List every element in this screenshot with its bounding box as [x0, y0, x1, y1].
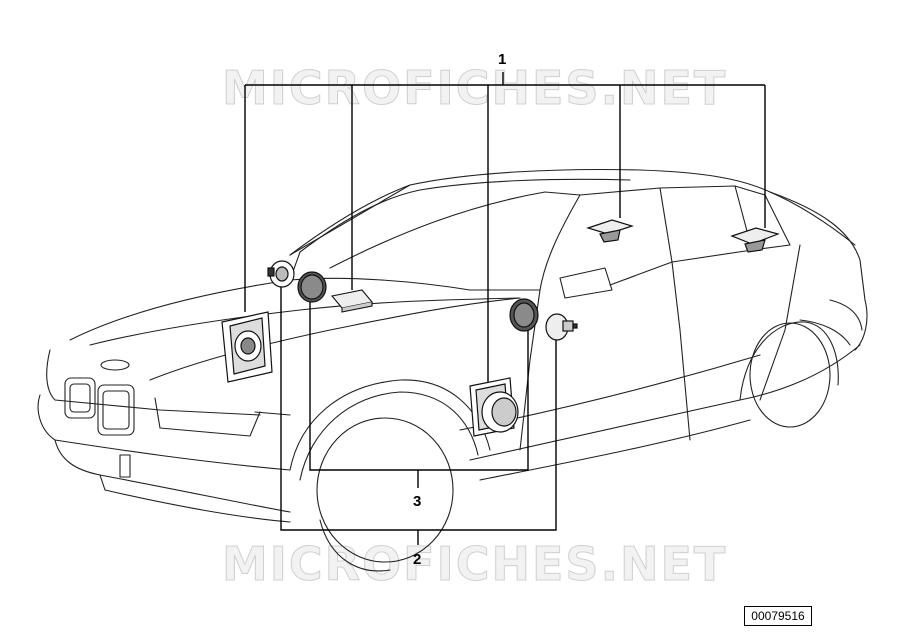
reference-number-box: 00079516 — [744, 606, 812, 626]
mirror-triangle-tweeter — [545, 313, 578, 341]
rear-shelf-speaker-left — [586, 219, 634, 243]
leader-lines — [244, 72, 766, 545]
mirror-triangle-grille — [509, 298, 539, 332]
watermark-bottom: MICROFICHES.NET — [222, 537, 727, 591]
rear-shelf-speaker-right — [730, 227, 780, 253]
center-dash-speaker — [330, 289, 374, 313]
front-left-speaker-frame — [221, 311, 273, 383]
watermark-top: MICROFICHES.NET — [222, 61, 727, 115]
dashboard-grille — [297, 271, 327, 303]
callout-label-3: 3 — [413, 493, 421, 510]
front-door-woofer — [469, 377, 519, 437]
callout-label-2: 2 — [413, 551, 421, 568]
callout-label-1: 1 — [498, 51, 506, 68]
car-outline — [37, 168, 868, 572]
dashboard-tweeter — [267, 260, 295, 288]
